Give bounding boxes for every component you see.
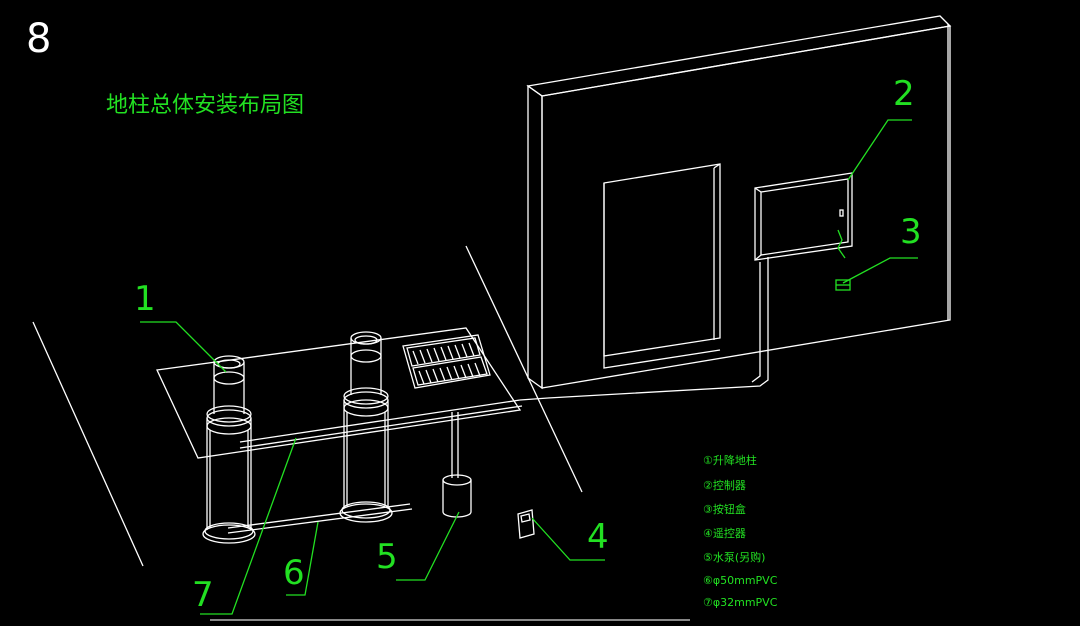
legend-item-1: ①升降地柱 — [703, 453, 757, 467]
legend-item-4: ④遥控器 — [703, 526, 746, 540]
control-box — [754, 172, 853, 261]
remote-control — [517, 509, 535, 539]
trench-line — [239, 399, 521, 443]
legend-item-2: ②控制器 — [703, 478, 746, 492]
legend-item-6: ⑥φ50mmPVC — [703, 574, 778, 587]
callout-5: 5 — [376, 537, 398, 577]
ground-slab — [156, 327, 522, 459]
callout-6: 6 — [283, 553, 305, 593]
drain-grate — [402, 334, 491, 389]
wall-conduit — [547, 257, 769, 399]
legend-item-5: ⑤水泵(另购) — [703, 550, 765, 564]
building-wall — [526, 15, 952, 390]
corner-mark: 8 — [26, 16, 51, 62]
callout-2: 2 — [893, 74, 915, 114]
callout-1: 1 — [134, 279, 156, 319]
parts-legend: ①升降地柱 ②控制器 ③按钮盒 ④遥控器 ⑤水泵(另购) ⑥φ50mmPVC ⑦… — [703, 453, 778, 609]
bollard-1 — [202, 355, 256, 544]
callout-4: 4 — [587, 517, 609, 557]
callout-7: 7 — [192, 575, 214, 615]
legend-item-7: ⑦φ32mmPVC — [703, 596, 778, 609]
leader-lines — [140, 119, 918, 615]
drain-pipe — [227, 503, 411, 529]
diagram-title: 地柱总体安装布局图 — [106, 93, 304, 118]
doorway — [603, 163, 721, 369]
bollard-2 — [339, 331, 393, 523]
water-pump — [442, 412, 472, 518]
callout-3: 3 — [900, 212, 922, 252]
road-edge-right — [465, 245, 583, 493]
road-edge-left — [32, 321, 144, 567]
legend-item-3: ③按钮盒 — [703, 502, 746, 516]
